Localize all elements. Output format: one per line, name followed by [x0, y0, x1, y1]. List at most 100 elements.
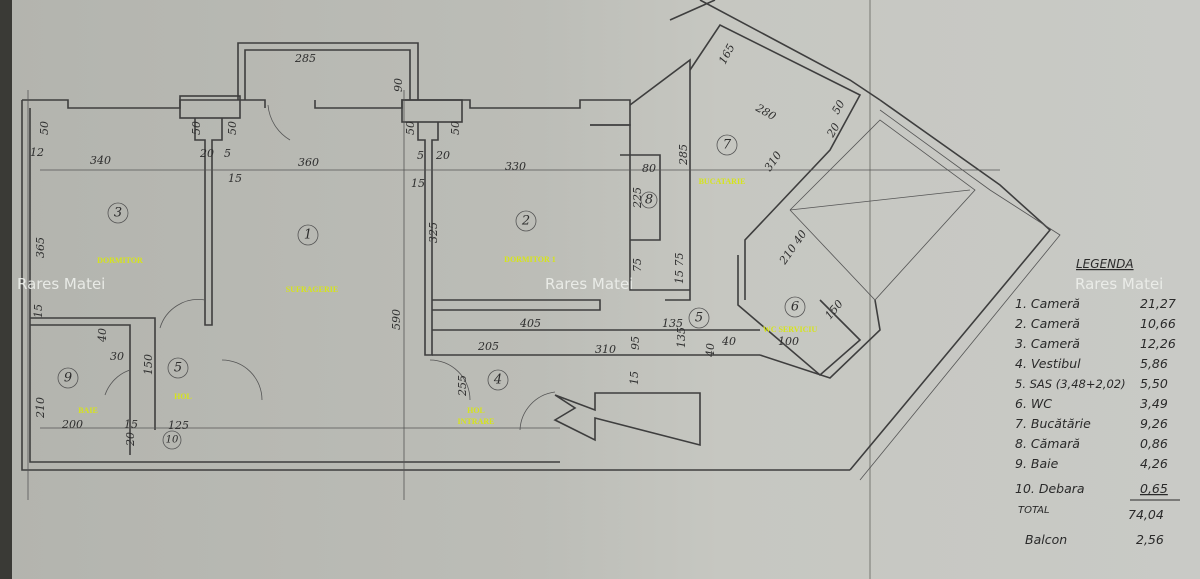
- svg-text:7. Bucătărie: 7. Bucătărie: [1015, 416, 1091, 431]
- svg-text:6: 6: [791, 300, 799, 315]
- legend-total-label: TOTAL: [1018, 505, 1050, 516]
- dimension-label: 150: [142, 354, 155, 375]
- dimension-label: 95: [629, 336, 642, 350]
- legend-item: 6. WC 3,49: [1015, 396, 1168, 411]
- svg-text:5,50: 5,50: [1140, 376, 1168, 391]
- svg-text:5: 5: [695, 311, 703, 326]
- svg-text:8. Cămară: 8. Cămară: [1015, 436, 1080, 451]
- dimension-label: 20: [199, 147, 214, 160]
- room-number-4: 4: [487, 369, 509, 391]
- legend-item: 1. Cameră 21,27: [1015, 296, 1176, 311]
- svg-text:9: 9: [64, 371, 72, 386]
- dimension-label: 360: [298, 156, 319, 169]
- room-labels: DORMITOR SUFRAGERIE DORMITOR 1 HOL BAIE …: [78, 177, 817, 426]
- dimension-label: 50: [829, 98, 847, 117]
- svg-text:6. WC: 6. WC: [1015, 396, 1052, 411]
- dimension-label: 205: [477, 340, 499, 353]
- dimension-label: 5: [224, 147, 231, 160]
- room-number-3: 3: [107, 202, 129, 224]
- room-number-6: 6: [784, 296, 806, 318]
- legend-item: 5. SAS (3,48+2,02) 5,50: [1015, 376, 1168, 391]
- dimension-label: 340: [90, 154, 111, 167]
- dimension-label: 330: [505, 160, 526, 173]
- svg-text:1: 1: [304, 228, 312, 243]
- svg-text:3. Cameră: 3. Cameră: [1015, 336, 1080, 351]
- svg-text:3,49: 3,49: [1140, 396, 1168, 411]
- dimension-label: 15 75: [673, 253, 686, 285]
- svg-text:10: 10: [166, 435, 179, 446]
- dimension-label: 135: [675, 327, 688, 348]
- legend-title: LEGENDA: [1076, 257, 1134, 271]
- room-label-hol-intrare-2: INTRARE: [458, 417, 495, 426]
- watermark: Rares Matei: [545, 275, 633, 293]
- room-number-7: 7: [716, 134, 738, 156]
- room-number-2: 2: [515, 210, 537, 232]
- dimension-label: 590: [390, 309, 403, 330]
- svg-text:5: 5: [174, 361, 182, 376]
- room-label-dormitor: DORMITOR: [97, 256, 143, 265]
- dimension-label: 15: [32, 304, 45, 318]
- dimension-label: 210: [34, 397, 47, 419]
- dimension-label: 285: [677, 144, 690, 166]
- svg-text:4,26: 4,26: [1140, 456, 1168, 471]
- dimension-label: 15: [628, 371, 641, 385]
- watermark: Rares Matei: [1075, 275, 1163, 293]
- room-numbers: 1 2 3 4 5 5 6 7 8 9 10: [57, 134, 806, 450]
- room-number-5b: 5: [688, 307, 710, 329]
- legend-item: 9. Baie 4,26: [1015, 456, 1168, 471]
- dimension-label: 200: [61, 418, 83, 431]
- svg-text:0,65: 0,65: [1140, 481, 1168, 496]
- dimension-label: 285: [294, 52, 316, 65]
- svg-text:9. Baie: 9. Baie: [1015, 456, 1059, 471]
- svg-text:2. Cameră: 2. Cameră: [1015, 316, 1080, 331]
- dimension-label: 50: [449, 121, 462, 135]
- svg-text:3: 3: [114, 206, 122, 221]
- dimension-label: 90: [392, 78, 405, 92]
- room-number-9: 9: [57, 367, 79, 389]
- walls: [21, 0, 1061, 500]
- dimension-label: 40: [704, 343, 717, 358]
- svg-text:5. SAS (3,48+2,02): 5. SAS (3,48+2,02): [1015, 377, 1126, 391]
- dimension-label: 30: [110, 350, 124, 363]
- dimension-labels: 285 90 50 12 340 50 50 20 5 360 15 50 50…: [30, 42, 848, 447]
- dimension-label: 100: [778, 335, 799, 348]
- dimension-label: 125: [168, 419, 189, 432]
- dimension-label: 80: [642, 162, 656, 175]
- dimension-label: 20: [124, 432, 137, 447]
- room-label-wc-serviciu: WC SERVICIU: [763, 325, 818, 334]
- dimension-label: 310: [595, 343, 616, 356]
- dimension-label: 405: [519, 317, 541, 330]
- legend-balcon-value: 2,56: [1136, 532, 1164, 547]
- svg-text:8: 8: [645, 193, 653, 208]
- dimension-label: 40: [96, 328, 109, 343]
- svg-text:1. Cameră: 1. Cameră: [1015, 296, 1080, 311]
- dimension-label: 5: [417, 149, 424, 162]
- svg-text:2: 2: [521, 214, 530, 229]
- room-number-5: 5: [167, 357, 189, 379]
- room-label-hol: HOL: [174, 392, 192, 401]
- dimension-label: 255: [456, 375, 469, 397]
- dimension-label: 50: [226, 121, 239, 135]
- dimension-label: 15: [411, 177, 425, 190]
- dimension-label: 15: [228, 172, 242, 185]
- room-label-bucatarie: BUCATARIE: [699, 177, 746, 186]
- room-label-hol-intrare: HOL: [467, 406, 485, 415]
- legend-balcon-label: Balcon: [1025, 532, 1067, 547]
- svg-text:21,27: 21,27: [1140, 296, 1176, 311]
- legend-item: 8. Cămară 0,86: [1015, 436, 1168, 451]
- dimension-label: 20: [435, 149, 450, 162]
- dimension-label: 20: [824, 121, 843, 140]
- legend-total-value: 74,04: [1128, 507, 1164, 522]
- dimension-label: 225: [631, 187, 644, 209]
- dark-edge: [0, 0, 12, 579]
- room-number-10: 10: [162, 430, 182, 450]
- svg-text:0,86: 0,86: [1140, 436, 1168, 451]
- dimension-label: 325: [427, 222, 440, 243]
